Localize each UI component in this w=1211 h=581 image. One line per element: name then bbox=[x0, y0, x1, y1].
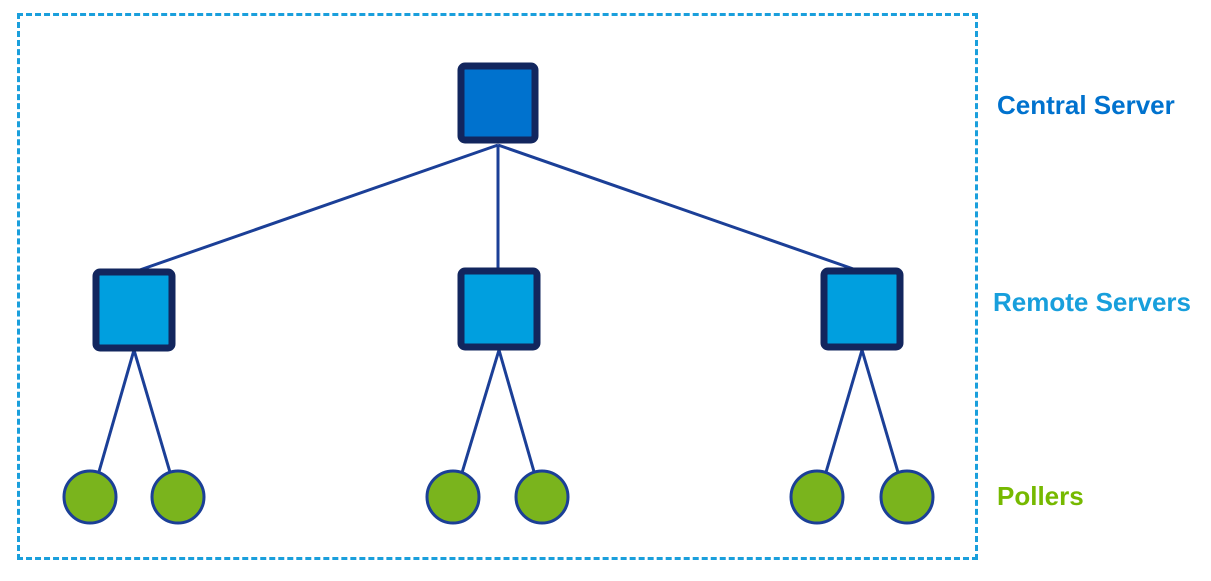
dashed-boundary bbox=[17, 13, 978, 560]
central-server-node bbox=[457, 62, 539, 144]
poller-node-1 bbox=[62, 469, 118, 525]
poller-node-2 bbox=[150, 469, 206, 525]
edge-central-to-remote-1 bbox=[133, 143, 499, 274]
edge-central-to-remote-3 bbox=[497, 143, 863, 274]
poller-node-4 bbox=[514, 469, 570, 525]
remote-server-node-3 bbox=[820, 267, 904, 351]
remote-servers-label: Remote Servers bbox=[993, 287, 1191, 317]
pollers-label: Pollers bbox=[997, 481, 1084, 511]
central-server-label: Central Server bbox=[997, 90, 1175, 120]
remote-server-node-2 bbox=[457, 267, 541, 351]
poller-node-6 bbox=[879, 469, 935, 525]
poller-node-3 bbox=[425, 469, 481, 525]
remote-server-node-1 bbox=[92, 268, 176, 352]
poller-node-5 bbox=[789, 469, 845, 525]
